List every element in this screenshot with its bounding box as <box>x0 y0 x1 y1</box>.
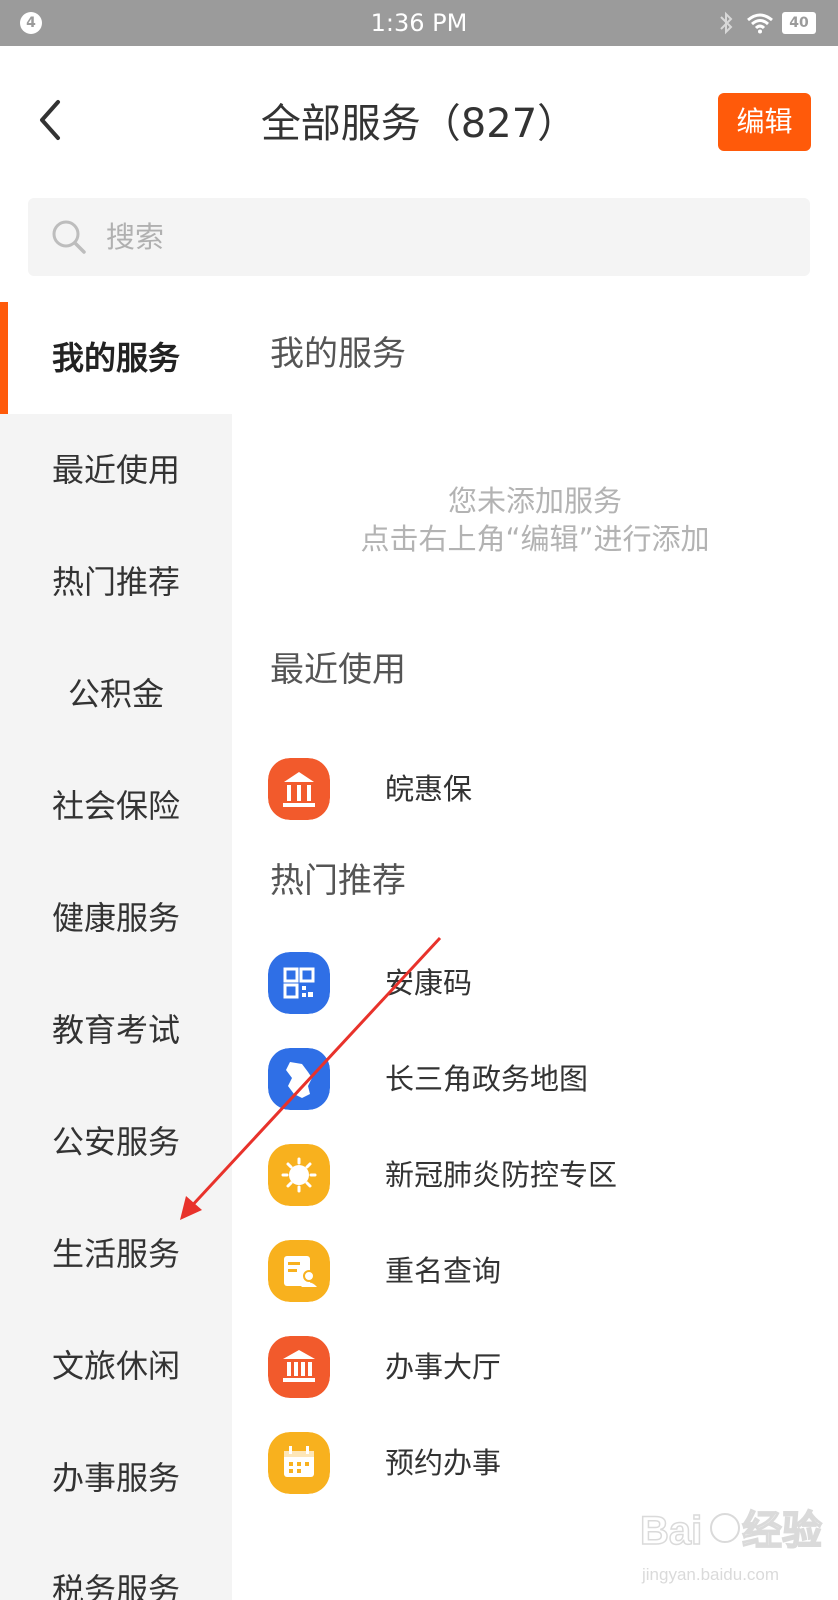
back-arrow-icon[interactable] <box>32 96 68 144</box>
pavilion-icon <box>268 758 330 820</box>
svg-text:经验: 经验 <box>742 1509 822 1553</box>
sidebar-item-label: 热门推荐 <box>51 563 180 601</box>
sidebar-item-label: 公积金 <box>67 675 164 713</box>
sidebar-item-social-insurance[interactable]: 社会保险 <box>0 750 232 862</box>
qr-code-icon <box>268 952 330 1014</box>
search-input[interactable]: 搜索 <box>28 198 810 276</box>
sidebar-item-culture-travel[interactable]: 文旅休闲 <box>0 1310 232 1422</box>
sidebar-item-public-security[interactable]: 公安服务 <box>0 1086 232 1198</box>
svg-text:Bai: Bai <box>640 1509 702 1553</box>
service-label: 长三角政务地图 <box>385 1062 589 1096</box>
sidebar-item-label: 教育考试 <box>51 1011 180 1049</box>
sidebar-item-label: 公安服务 <box>51 1123 180 1161</box>
sidebar-item-education[interactable]: 教育考试 <box>0 974 232 1086</box>
service-item-covid-zone[interactable]: 新冠肺炎防控专区 <box>268 1144 808 1208</box>
service-item-appointment[interactable]: 预约办事 <box>268 1432 808 1496</box>
status-time: 1:36 PM <box>370 9 468 37</box>
sidebar-item-health[interactable]: 健康服务 <box>0 862 232 974</box>
nav-bar <box>0 46 838 196</box>
services-content: 我的服务 您未添加服务 点击右上角“编辑”进行添加 最近使用 皖惠保 热门推荐 … <box>232 302 838 1600</box>
service-label: 皖惠保 <box>385 772 473 806</box>
search-placeholder: 搜索 <box>106 220 165 254</box>
empty-message: 您未添加服务 <box>447 484 622 518</box>
notification-badge: 4 <box>20 12 42 34</box>
sidebar-item-popular[interactable]: 热门推荐 <box>0 526 232 638</box>
baidu-watermark-logo: Bai 经验 jingyan.baidu.com <box>640 1508 823 1584</box>
virus-icon <box>268 1144 330 1206</box>
edit-button[interactable]: 编辑 <box>718 93 811 151</box>
service-label: 新冠肺炎防控专区 <box>385 1158 618 1192</box>
sidebar-item-affairs[interactable]: 办事服务 <box>0 1422 232 1534</box>
sidebar-item-housing-fund[interactable]: 公积金 <box>0 638 232 750</box>
service-item-service-hall[interactable]: 办事大厅 <box>268 1336 808 1400</box>
service-label: 安康码 <box>385 966 473 1000</box>
sidebar-item-recent[interactable]: 最近使用 <box>0 414 232 526</box>
wifi-icon <box>747 13 773 34</box>
sidebar-item-label: 文旅休闲 <box>51 1347 180 1385</box>
sidebar-item-label: 税务服务 <box>51 1571 180 1600</box>
bluetooth-icon <box>720 11 733 35</box>
service-label: 重名查询 <box>385 1254 502 1288</box>
sidebar-item-label: 社会保险 <box>51 787 180 825</box>
sidebar-item-life-services[interactable]: 生活服务 <box>0 1198 232 1310</box>
sidebar-item-label: 办事服务 <box>51 1459 180 1497</box>
empty-hint: 点击右上角“编辑”进行添加 <box>360 522 710 556</box>
name-card-icon <box>268 1240 330 1302</box>
service-item-yangtze-map[interactable]: 长三角政务地图 <box>268 1048 808 1112</box>
section-title-my-services: 我的服务 <box>270 334 406 374</box>
sidebar-item-label: 生活服务 <box>51 1235 180 1273</box>
search-icon <box>52 220 86 254</box>
section-title-popular: 热门推荐 <box>270 861 406 901</box>
page-title: 全部服务（827） <box>260 101 578 147</box>
service-item-name-query[interactable]: 重名查询 <box>268 1240 808 1304</box>
battery-icon: 40 <box>782 12 816 34</box>
sidebar-item-label: 健康服务 <box>51 899 180 937</box>
sidebar-item-label: 最近使用 <box>51 451 180 489</box>
sidebar-item-label: 我的服务 <box>51 339 180 377</box>
sidebar-item-tax[interactable]: 税务服务 <box>0 1534 232 1600</box>
active-indicator <box>0 302 8 414</box>
section-title-recent: 最近使用 <box>270 650 406 690</box>
service-item-ankang-code[interactable]: 安康码 <box>268 952 808 1016</box>
calendar-icon <box>268 1432 330 1494</box>
svg-text:jingyan.baidu.com: jingyan.baidu.com <box>641 1565 779 1584</box>
region-map-icon <box>268 1048 330 1110</box>
service-label: 预约办事 <box>385 1446 502 1480</box>
hall-icon <box>268 1336 330 1398</box>
category-sidebar: 我的服务 最近使用 热门推荐 公积金 社会保险 健康服务 教育考试 公安服务 生… <box>0 302 232 1600</box>
service-item-wanhuibao[interactable]: 皖惠保 <box>268 758 808 822</box>
service-label: 办事大厅 <box>385 1350 502 1384</box>
sidebar-item-my-services[interactable]: 我的服务 <box>0 302 232 414</box>
status-bar: 4 1:36 PM 40 <box>0 0 838 46</box>
